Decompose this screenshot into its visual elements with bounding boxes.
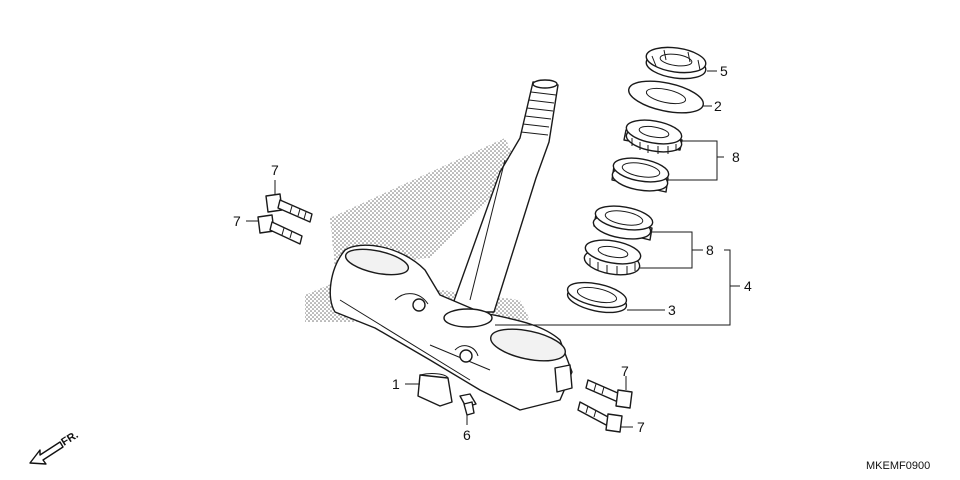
callout-8-upper: 8: [732, 149, 740, 165]
callout-7-upper-a: 7: [271, 162, 279, 178]
part-7-bolt-upper-b: [257, 214, 303, 245]
front-direction-marker: FR.: [29, 429, 81, 465]
callout-3: 3: [668, 302, 676, 318]
part-7-bolt-lower-b: [577, 401, 623, 433]
part-6-bolt: [459, 393, 477, 416]
part-8-upper-bearing: [623, 119, 683, 154]
callout-6: 6: [463, 427, 471, 443]
part-8-lower-bearing: [583, 239, 642, 276]
callout-8-lower: 8: [706, 242, 714, 258]
callout-7-lower-a: 7: [621, 363, 629, 379]
callout-2: 2: [714, 98, 722, 114]
leader-lines: [246, 70, 740, 428]
part-2-washer: [628, 80, 704, 114]
callout-7-upper-b: 7: [233, 213, 241, 229]
part-8-upper-race: [611, 157, 670, 193]
part-7-bolt-lower-a: [585, 379, 633, 409]
part-1-clamp: [417, 373, 453, 407]
steering-stem-tube: [449, 79, 559, 313]
diagram-code: MKEMF0900: [866, 460, 930, 472]
lower-triple-clamp: [329, 244, 573, 411]
callout-4: 4: [744, 278, 752, 294]
callout-7-lower-b: 7: [637, 419, 645, 435]
callout-1: 1: [392, 376, 400, 392]
part-8-lower-race: [592, 205, 654, 241]
part-5-locknut: [645, 46, 707, 80]
callouts: 5 2 8 8 4 3 1 6 7 7 7 7: [233, 63, 752, 443]
front-arrow-icon: [29, 441, 64, 465]
callout-5: 5: [720, 63, 728, 79]
part-3-dust-seal: [566, 281, 628, 314]
